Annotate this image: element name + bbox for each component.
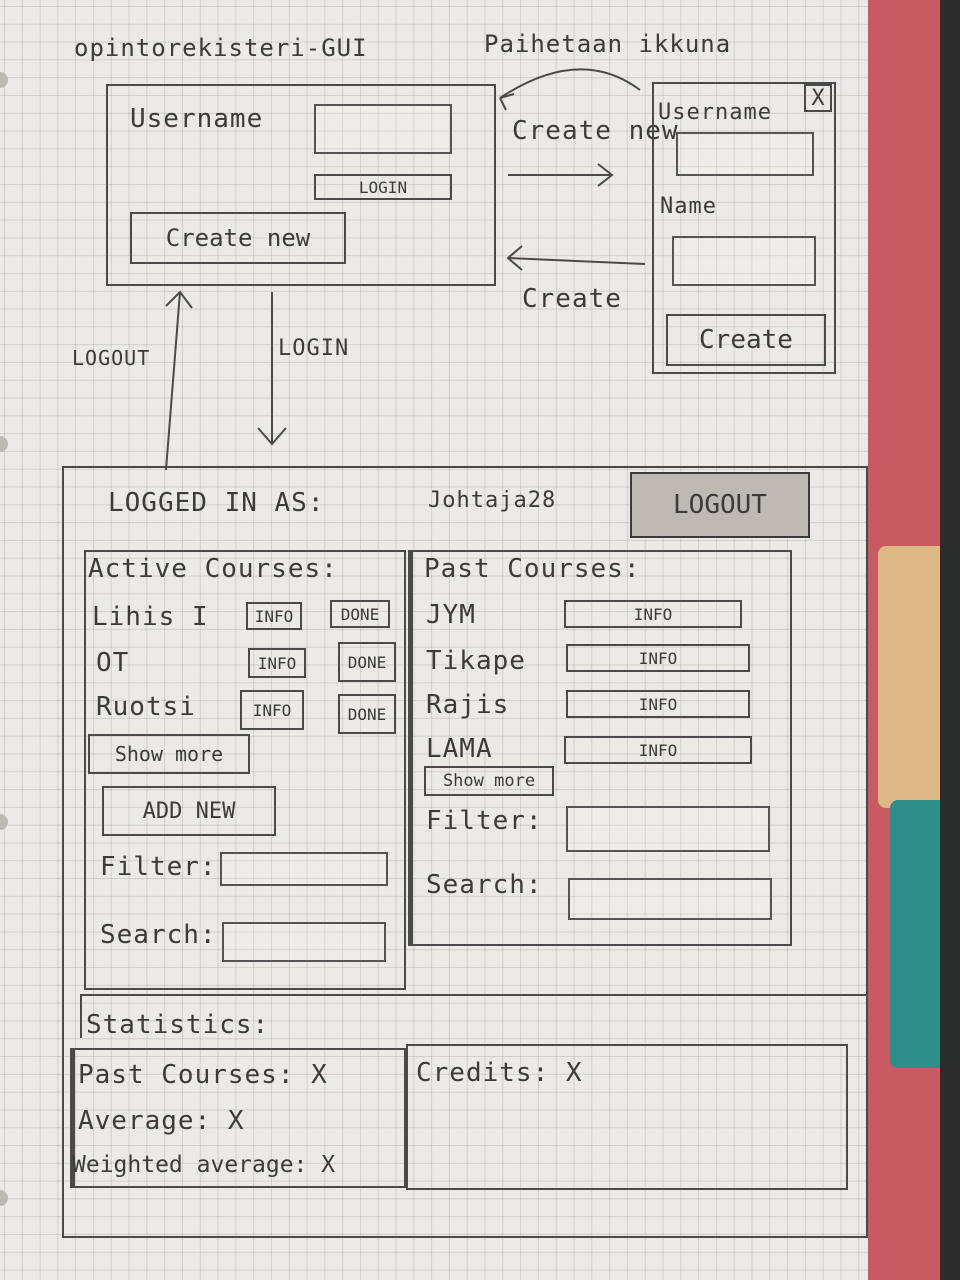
past-filter-label: Filter: xyxy=(426,806,543,836)
past-courses-panel xyxy=(408,550,792,946)
window-note: Paihetaan ikkuna xyxy=(484,30,732,58)
main-window xyxy=(62,466,868,1238)
past-course-info-button[interactable]: INFO xyxy=(564,600,742,628)
create-user-window xyxy=(652,82,836,374)
add-new-button[interactable]: ADD NEW xyxy=(102,786,276,836)
statistics-title: Statistics: xyxy=(86,1010,270,1040)
login-arrow-label: LOGIN xyxy=(278,336,350,361)
statistics-left-panel xyxy=(70,1048,406,1188)
curved-arrow xyxy=(499,68,641,99)
past-search-input[interactable] xyxy=(568,878,772,920)
binder-hole xyxy=(0,72,8,88)
logout-arrow xyxy=(165,290,193,471)
stat-average: Average: X xyxy=(78,1106,245,1136)
username-label: Username xyxy=(130,104,264,134)
active-course-info-button[interactable]: INFO xyxy=(246,602,302,630)
create-back-arrow xyxy=(506,245,646,271)
active-course-name: Lihis I xyxy=(92,602,209,632)
login-window xyxy=(106,84,496,286)
stat-past-courses: Past Courses: X xyxy=(78,1060,328,1090)
past-course-name: LAMA xyxy=(426,734,493,764)
active-search-label: Search: xyxy=(100,920,217,950)
logged-in-label: LOGGED IN AS: xyxy=(108,488,325,518)
logout-button[interactable]: LOGOUT xyxy=(630,472,810,538)
create-button[interactable]: Create xyxy=(666,314,826,366)
active-filter-label: Filter: xyxy=(100,852,217,882)
past-filter-input[interactable] xyxy=(566,806,770,852)
active-course-name: Ruotsi xyxy=(96,692,196,722)
stat-weighted-average: Weighted average: X xyxy=(72,1152,336,1178)
create-new-arrow xyxy=(508,163,614,187)
create-new-button[interactable]: Create new xyxy=(130,212,346,264)
active-filter-input[interactable] xyxy=(220,852,388,886)
past-course-info-button[interactable]: INFO xyxy=(564,736,752,764)
stat-credits: Credits: X xyxy=(416,1058,583,1088)
login-arrow xyxy=(257,292,287,446)
active-show-more-button[interactable]: Show more xyxy=(88,734,250,774)
active-search-input[interactable] xyxy=(222,922,386,962)
flow-arrows xyxy=(165,68,646,471)
past-course-name: JYM xyxy=(426,600,476,630)
past-course-info-button[interactable]: INFO xyxy=(566,690,750,718)
past-course-info-button[interactable]: INFO xyxy=(566,644,750,672)
active-courses-panel xyxy=(84,550,406,990)
create-back-label: Create xyxy=(522,284,622,314)
active-course-name: OT xyxy=(96,648,130,678)
create-username-label: Username xyxy=(658,100,772,125)
binder-hole xyxy=(0,1190,8,1206)
statistics-right-panel xyxy=(406,1044,848,1190)
active-course-done-button[interactable]: DONE xyxy=(330,600,390,628)
close-icon[interactable]: X xyxy=(804,84,832,112)
create-new-label: Create new xyxy=(512,116,679,146)
current-username: Johtaja28 xyxy=(428,488,557,513)
past-course-name: Rajis xyxy=(426,690,510,720)
divider-tab-yellow xyxy=(878,546,940,808)
page-title: opintorekisteri-GUI xyxy=(74,34,368,62)
binder-hole xyxy=(0,436,8,452)
active-course-done-button[interactable]: DONE xyxy=(338,642,396,682)
active-course-info-button[interactable]: INFO xyxy=(240,690,304,730)
active-course-done-button[interactable]: DONE xyxy=(338,694,396,734)
username-input[interactable] xyxy=(314,104,452,154)
sketch-paper: opintorekisteri-GUI Paihetaan ikkuna Use… xyxy=(0,0,868,1280)
create-username-input[interactable] xyxy=(676,132,814,176)
past-courses-title: Past Courses: xyxy=(424,554,641,584)
login-button[interactable]: LOGIN xyxy=(314,174,452,200)
name-input[interactable] xyxy=(672,236,816,286)
past-show-more-button[interactable]: Show more xyxy=(424,766,554,796)
past-search-label: Search: xyxy=(426,870,543,900)
logout-arrow-label: LOGOUT xyxy=(72,346,151,370)
statistics-header-area xyxy=(80,994,868,1038)
binder-hole xyxy=(0,814,8,830)
active-courses-title: Active Courses: xyxy=(88,554,338,584)
past-course-name: Tikape xyxy=(426,646,526,676)
divider-tab-teal xyxy=(890,800,940,1068)
active-course-info-button[interactable]: INFO xyxy=(248,648,306,678)
name-label: Name xyxy=(660,194,717,219)
